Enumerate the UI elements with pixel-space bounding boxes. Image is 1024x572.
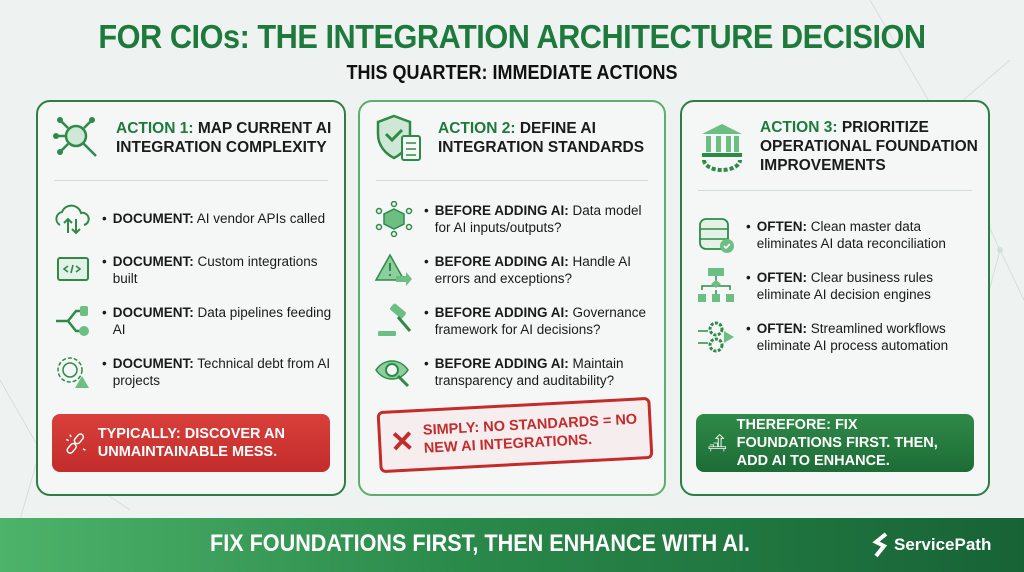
list-item: •DOCUMENT: Data pipelines feeding AI	[52, 295, 334, 346]
page-title: FOR CIOs: THE INTEGRATION ARCHITECTURE D…	[98, 18, 926, 55]
item-text: Technical debt from AI projects	[112, 355, 331, 388]
list-item: •OFTEN: Clean master data eliminates AI …	[696, 209, 978, 260]
item-lead: BEFORE ADDING AI:	[434, 355, 569, 371]
divider	[698, 190, 972, 191]
action-label: ACTION 3:	[760, 118, 838, 136]
logo-text: ServicePath	[894, 535, 992, 554]
item-lead: OFTEN:	[756, 218, 807, 234]
broken-link-icon	[66, 433, 86, 454]
item-text: Handle AI errors and exceptions?	[434, 253, 632, 286]
action-card-3: ACTION 3: PRIORITIZE OPERATIONAL FOUNDAT…	[680, 100, 990, 496]
footer-tagline: FIX FOUNDATIONS FIRST, THEN ENHANCE WITH…	[210, 530, 750, 557]
rejection-stamp: SIMPLY: NO STANDARDS = NO NEW AI INTEGRA…	[376, 396, 654, 474]
item-lead: OFTEN:	[756, 269, 807, 285]
item-text: AI vendor APIs called	[196, 211, 326, 226]
list-item: •OFTEN: Clear business rules eliminate A…	[696, 260, 978, 311]
action-card-1: ACTION 1: MAP CURRENT AI INTEGRATION COM…	[36, 100, 346, 496]
tangle-warning-icon	[57, 356, 89, 388]
list-item: •DOCUMENT: Custom integrations built	[52, 244, 334, 295]
item-text: Streamlined workflows eliminate AI proce…	[756, 320, 949, 353]
eye-magnifier-icon	[375, 359, 410, 387]
list-item: •BEFORE ADDING AI: Handle AI errors and …	[374, 244, 654, 295]
cube-network-icon	[375, 200, 413, 237]
item-text: Clean master data eliminates AI data rec…	[756, 218, 946, 251]
list-item: •OFTEN: Streamlined workflows eliminate …	[696, 311, 978, 362]
servicepath-logo: ServicePath	[872, 532, 991, 558]
item-lead: BEFORE ADDING AI:	[434, 304, 569, 320]
database-check-icon	[699, 217, 734, 253]
divider	[54, 180, 328, 181]
item-lead: OFTEN:	[756, 320, 807, 336]
list-item: •BEFORE ADDING AI: Maintain transparency…	[374, 346, 654, 397]
item-text: Governance framework for AI decisions?	[434, 304, 647, 337]
divider	[376, 180, 648, 181]
footer-banner: FIX FOUNDATIONS FIRST, THEN ENHANCE WITH…	[0, 518, 1024, 572]
action-label: ACTION 2:	[438, 120, 516, 137]
gears-arrow-icon	[698, 321, 734, 352]
callout-warning: TYPICALLY: DISCOVER AN UNMAINTAINABLE ME…	[52, 414, 330, 472]
action-title: DEFINE AI INTEGRATION STANDARDS	[438, 120, 645, 156]
item-text: Custom integrations built	[112, 253, 318, 286]
item-text: Clear business rules eliminate AI decisi…	[756, 269, 934, 302]
list-item: •DOCUMENT: Technical debt from AI projec…	[52, 346, 334, 397]
action-title: MAP CURRENT AI INTEGRATION COMPLEXITY	[116, 120, 332, 156]
action-title: PRIORITIZE OPERATIONAL FOUNDATION IMPROV…	[760, 118, 978, 174]
flowchart-icon	[698, 267, 734, 302]
list-item: •DOCUMENT: AI vendor APIs called	[52, 193, 334, 244]
item-lead: DOCUMENT:	[112, 211, 194, 226]
code-window-icon	[57, 256, 89, 281]
item-text: Data model for AI inputs/outputs?	[434, 202, 642, 235]
foundation-arrow-icon	[708, 433, 727, 452]
warning-arrow-icon	[374, 252, 412, 286]
servicepath-logo-icon	[872, 532, 888, 558]
callout-text: SIMPLY: NO STANDARDS = NO NEW AI INTEGRA…	[422, 411, 638, 457]
page-subtitle: THIS QUARTER: IMMEDIATE ACTIONS	[346, 62, 678, 84]
callout-conclusion: THEREFORE: FIX FOUNDATIONS FIRST. THEN, …	[696, 414, 974, 472]
item-text: Data pipelines feeding AI	[112, 304, 332, 337]
magnifier-network-icon	[53, 117, 97, 157]
red-x-icon	[392, 431, 412, 451]
item-lead: DOCUMENT:	[112, 304, 194, 320]
action-label: ACTION 1:	[116, 120, 194, 137]
callout-text: TYPICALLY: DISCOVER AN UNMAINTAINABLE ME…	[97, 426, 285, 460]
list-item: •BEFORE ADDING AI: Data model for AI inp…	[374, 193, 654, 244]
item-lead: DOCUMENT:	[112, 253, 194, 269]
list-item: •BEFORE ADDING AI: Governance framework …	[374, 295, 654, 346]
building-gear-icon	[702, 124, 742, 172]
shield-checklist-icon	[376, 114, 421, 161]
item-lead: BEFORE ADDING AI:	[434, 253, 569, 269]
action-card-2: ACTION 2: DEFINE AI INTEGRATION STANDARD…	[358, 100, 666, 496]
data-pipeline-icon	[56, 305, 89, 336]
item-lead: DOCUMENT:	[112, 355, 194, 371]
callout-text: THEREFORE: FIX FOUNDATIONS FIRST. THEN, …	[736, 417, 938, 469]
gavel-icon	[378, 303, 412, 336]
item-text: Maintain transparency and auditability?	[434, 355, 624, 388]
cloud-transfer-icon	[55, 204, 90, 234]
item-lead: BEFORE ADDING AI:	[434, 202, 569, 218]
